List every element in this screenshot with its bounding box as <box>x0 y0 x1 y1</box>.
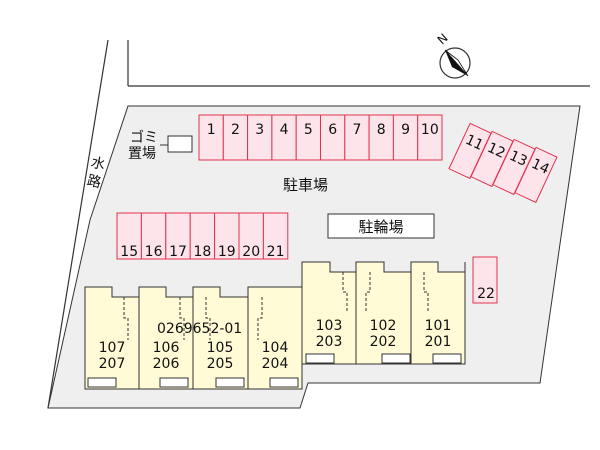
garbage-label-top: ゴミ <box>130 129 158 146</box>
parking-slot-14-label: 14 <box>529 156 552 178</box>
unit-207-label: 207 <box>99 356 126 372</box>
parking-slot-6: 6 <box>320 114 346 161</box>
unit-104-label: 104 <box>262 340 289 356</box>
parking-slot-18: 18 <box>189 212 216 260</box>
parking-slot-11-label: 11 <box>463 132 486 154</box>
parking-slot-15: 15 <box>116 212 142 260</box>
parking-slot-10: 10 <box>417 114 443 161</box>
north-arrow-icon: N <box>435 31 471 79</box>
parking-slot-20-label: 20 <box>242 244 260 260</box>
parking-slot-20: 20 <box>238 212 264 260</box>
property-id: 0269652-01 <box>157 321 242 337</box>
parking-slot-5-label: 5 <box>304 122 313 138</box>
parking-area-label: 駐車場 <box>283 176 328 194</box>
building-east <box>301 261 466 365</box>
parking-slot-10-label: 10 <box>421 122 439 138</box>
bicycle-parking: 駐輪場 <box>327 213 435 239</box>
bicycle-parking-label: 駐輪場 <box>358 218 403 236</box>
parking-slot-12: 12 <box>470 130 514 188</box>
parking-slot-17-label: 17 <box>169 244 187 260</box>
parking-slot-7-label: 7 <box>352 122 361 138</box>
parking-slot-5: 5 <box>295 114 322 161</box>
building-west <box>84 286 303 390</box>
parking-slot-7: 7 <box>344 114 370 161</box>
unit-102-label: 102 <box>370 318 397 334</box>
unit-204-label: 204 <box>262 356 289 372</box>
unit-203-label: 203 <box>316 334 343 350</box>
unit-105-label: 105 <box>207 340 234 356</box>
garbage-label-bottom: 置場 <box>128 146 156 162</box>
parking-middle-row: 15 16 17 18 19 20 21 <box>116 212 289 260</box>
unit-205-label: 205 <box>207 356 234 372</box>
parking-slot-3: 3 <box>247 114 273 161</box>
waterway-label-char-2: 路 <box>85 173 102 192</box>
garbage-box <box>167 135 193 153</box>
parking-slot-15-label: 15 <box>120 244 138 260</box>
parking-slot-13: 13 <box>492 138 536 196</box>
parking-slot-16-label: 16 <box>145 244 163 260</box>
parking-slot-18-label: 18 <box>193 244 211 260</box>
road-lines <box>47 39 590 409</box>
unit-103-label: 103 <box>316 318 343 334</box>
parking-slot-22-label: 22 <box>477 286 495 302</box>
parking-slot-22: 22 <box>472 256 498 304</box>
unit-206-label: 206 <box>153 356 180 372</box>
parking-slot-13-label: 13 <box>507 148 530 170</box>
parking-slot-8-label: 8 <box>377 122 386 138</box>
parking-slot-2: 2 <box>222 114 249 161</box>
parking-slot-4: 4 <box>271 114 297 161</box>
unit-106-label: 106 <box>153 340 180 356</box>
parking-slot-3-label: 3 <box>255 122 264 138</box>
parking-slot-19-label: 19 <box>218 244 236 260</box>
unit-202-label: 202 <box>370 334 397 350</box>
unit-101-label: 101 <box>425 318 452 334</box>
parking-slot-9-label: 9 <box>401 122 410 138</box>
parking-slot-16: 16 <box>140 212 167 260</box>
garbage-area: ゴミ 置場 <box>128 129 193 162</box>
parking-slot-8: 8 <box>368 114 394 161</box>
parking-slot-12-label: 12 <box>485 140 508 162</box>
parking-slot-21: 21 <box>262 212 289 260</box>
parking-slot-6-label: 6 <box>328 122 337 138</box>
north-label: N <box>435 31 451 47</box>
parking-slot-19: 19 <box>214 212 240 260</box>
unit-107-label: 107 <box>99 340 126 356</box>
parking-slot-21-label: 21 <box>267 244 285 260</box>
parking-slot-4-label: 4 <box>280 122 289 138</box>
unit-201-label: 201 <box>425 334 452 350</box>
parking-slot-1: 1 <box>198 114 224 161</box>
parking-slot-1-label: 1 <box>207 122 216 138</box>
parking-slot-9: 9 <box>392 114 419 161</box>
parking-slot-17: 17 <box>165 212 191 260</box>
waterway-label-char-1: 水 <box>89 155 106 174</box>
parking-slot-2-label: 2 <box>231 122 240 138</box>
parking-slot-14: 14 <box>514 146 558 204</box>
